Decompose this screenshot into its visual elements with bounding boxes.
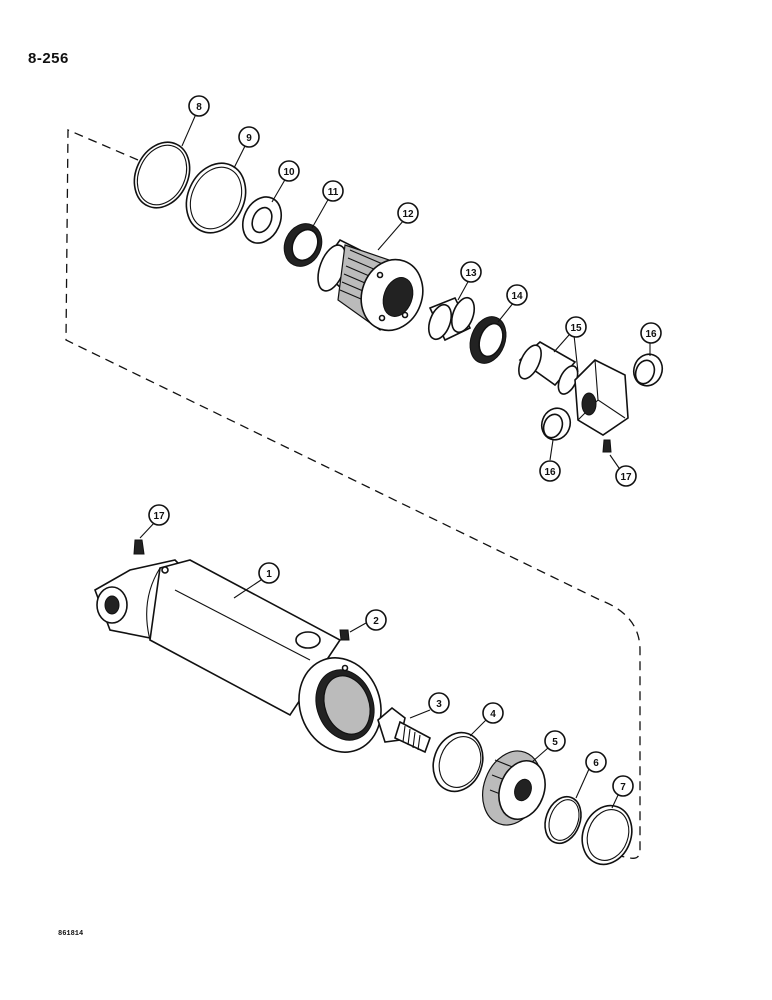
callout-17-barrel-label: 17	[153, 511, 165, 522]
wear-ring-4	[432, 731, 484, 793]
callout-6: 6	[585, 751, 607, 773]
callout-5-label: 5	[552, 737, 558, 748]
figure-code: 861814	[58, 930, 84, 938]
callout-4: 4	[482, 702, 504, 724]
callout-16-upper: 16	[640, 322, 662, 344]
grease-fitting-17-barrel	[133, 539, 145, 555]
bushing-16-lower	[540, 407, 572, 441]
callout-14-label: 14	[511, 291, 523, 302]
callout-8-label: 8	[196, 102, 202, 113]
piston-5	[482, 750, 546, 826]
callout-11: 11	[322, 180, 344, 202]
callout-10-label: 10	[283, 167, 295, 178]
callout-17-rod: 17	[615, 465, 637, 487]
callout-4-label: 4	[490, 709, 496, 720]
callout-5: 5	[544, 730, 566, 752]
callout-15-label: 15	[570, 323, 582, 334]
callout-7: 7	[612, 775, 634, 797]
callout-6-label: 6	[593, 758, 599, 769]
callout-12-label: 12	[402, 209, 414, 220]
callout-12: 12	[397, 202, 419, 224]
callout-17-barrel: 17	[148, 504, 170, 526]
callout-7-label: 7	[620, 782, 626, 793]
rod-seal-11	[283, 223, 323, 267]
seal-ring-7	[581, 804, 633, 866]
bushing-13	[427, 296, 476, 342]
callout-3: 3	[428, 692, 450, 714]
o-ring-9	[185, 162, 247, 234]
leader-lines	[139, 113, 651, 809]
callout-1-label: 1	[266, 569, 272, 580]
callout-3-label: 3	[436, 699, 442, 710]
callout-13-label: 13	[465, 268, 477, 279]
o-ring-6	[544, 795, 582, 845]
bolt-3	[377, 706, 431, 754]
rod-end-15	[518, 341, 629, 436]
callout-8: 8	[188, 95, 210, 117]
callout-16-lower-label: 16	[544, 467, 556, 478]
callout-16-upper-label: 16	[645, 329, 657, 340]
callout-13: 13	[460, 261, 482, 283]
callout-2-label: 2	[373, 616, 379, 627]
snap-ring-8	[133, 141, 191, 209]
callout-14: 14	[506, 284, 528, 306]
washer-10	[241, 196, 283, 244]
callout-9: 9	[238, 126, 260, 148]
callout-1: 1	[258, 562, 280, 584]
grease-fitting-17-rod	[602, 439, 612, 453]
callout-15: 15	[565, 316, 587, 338]
wiper-14	[469, 316, 507, 364]
callout-9-label: 9	[246, 133, 252, 144]
callout-2: 2	[365, 609, 387, 631]
barrel-1	[94, 559, 382, 753]
plug-2	[339, 629, 350, 641]
gland-12	[317, 238, 424, 332]
callout-11-label: 11	[328, 187, 339, 198]
page-number: 8-256	[28, 50, 69, 67]
bushing-16-upper	[632, 353, 664, 387]
callout-10: 10	[278, 160, 300, 182]
assembly-dashed-line	[65, 129, 641, 859]
callout-17-rod-label: 17	[620, 472, 632, 483]
callout-16-lower: 16	[539, 460, 561, 482]
